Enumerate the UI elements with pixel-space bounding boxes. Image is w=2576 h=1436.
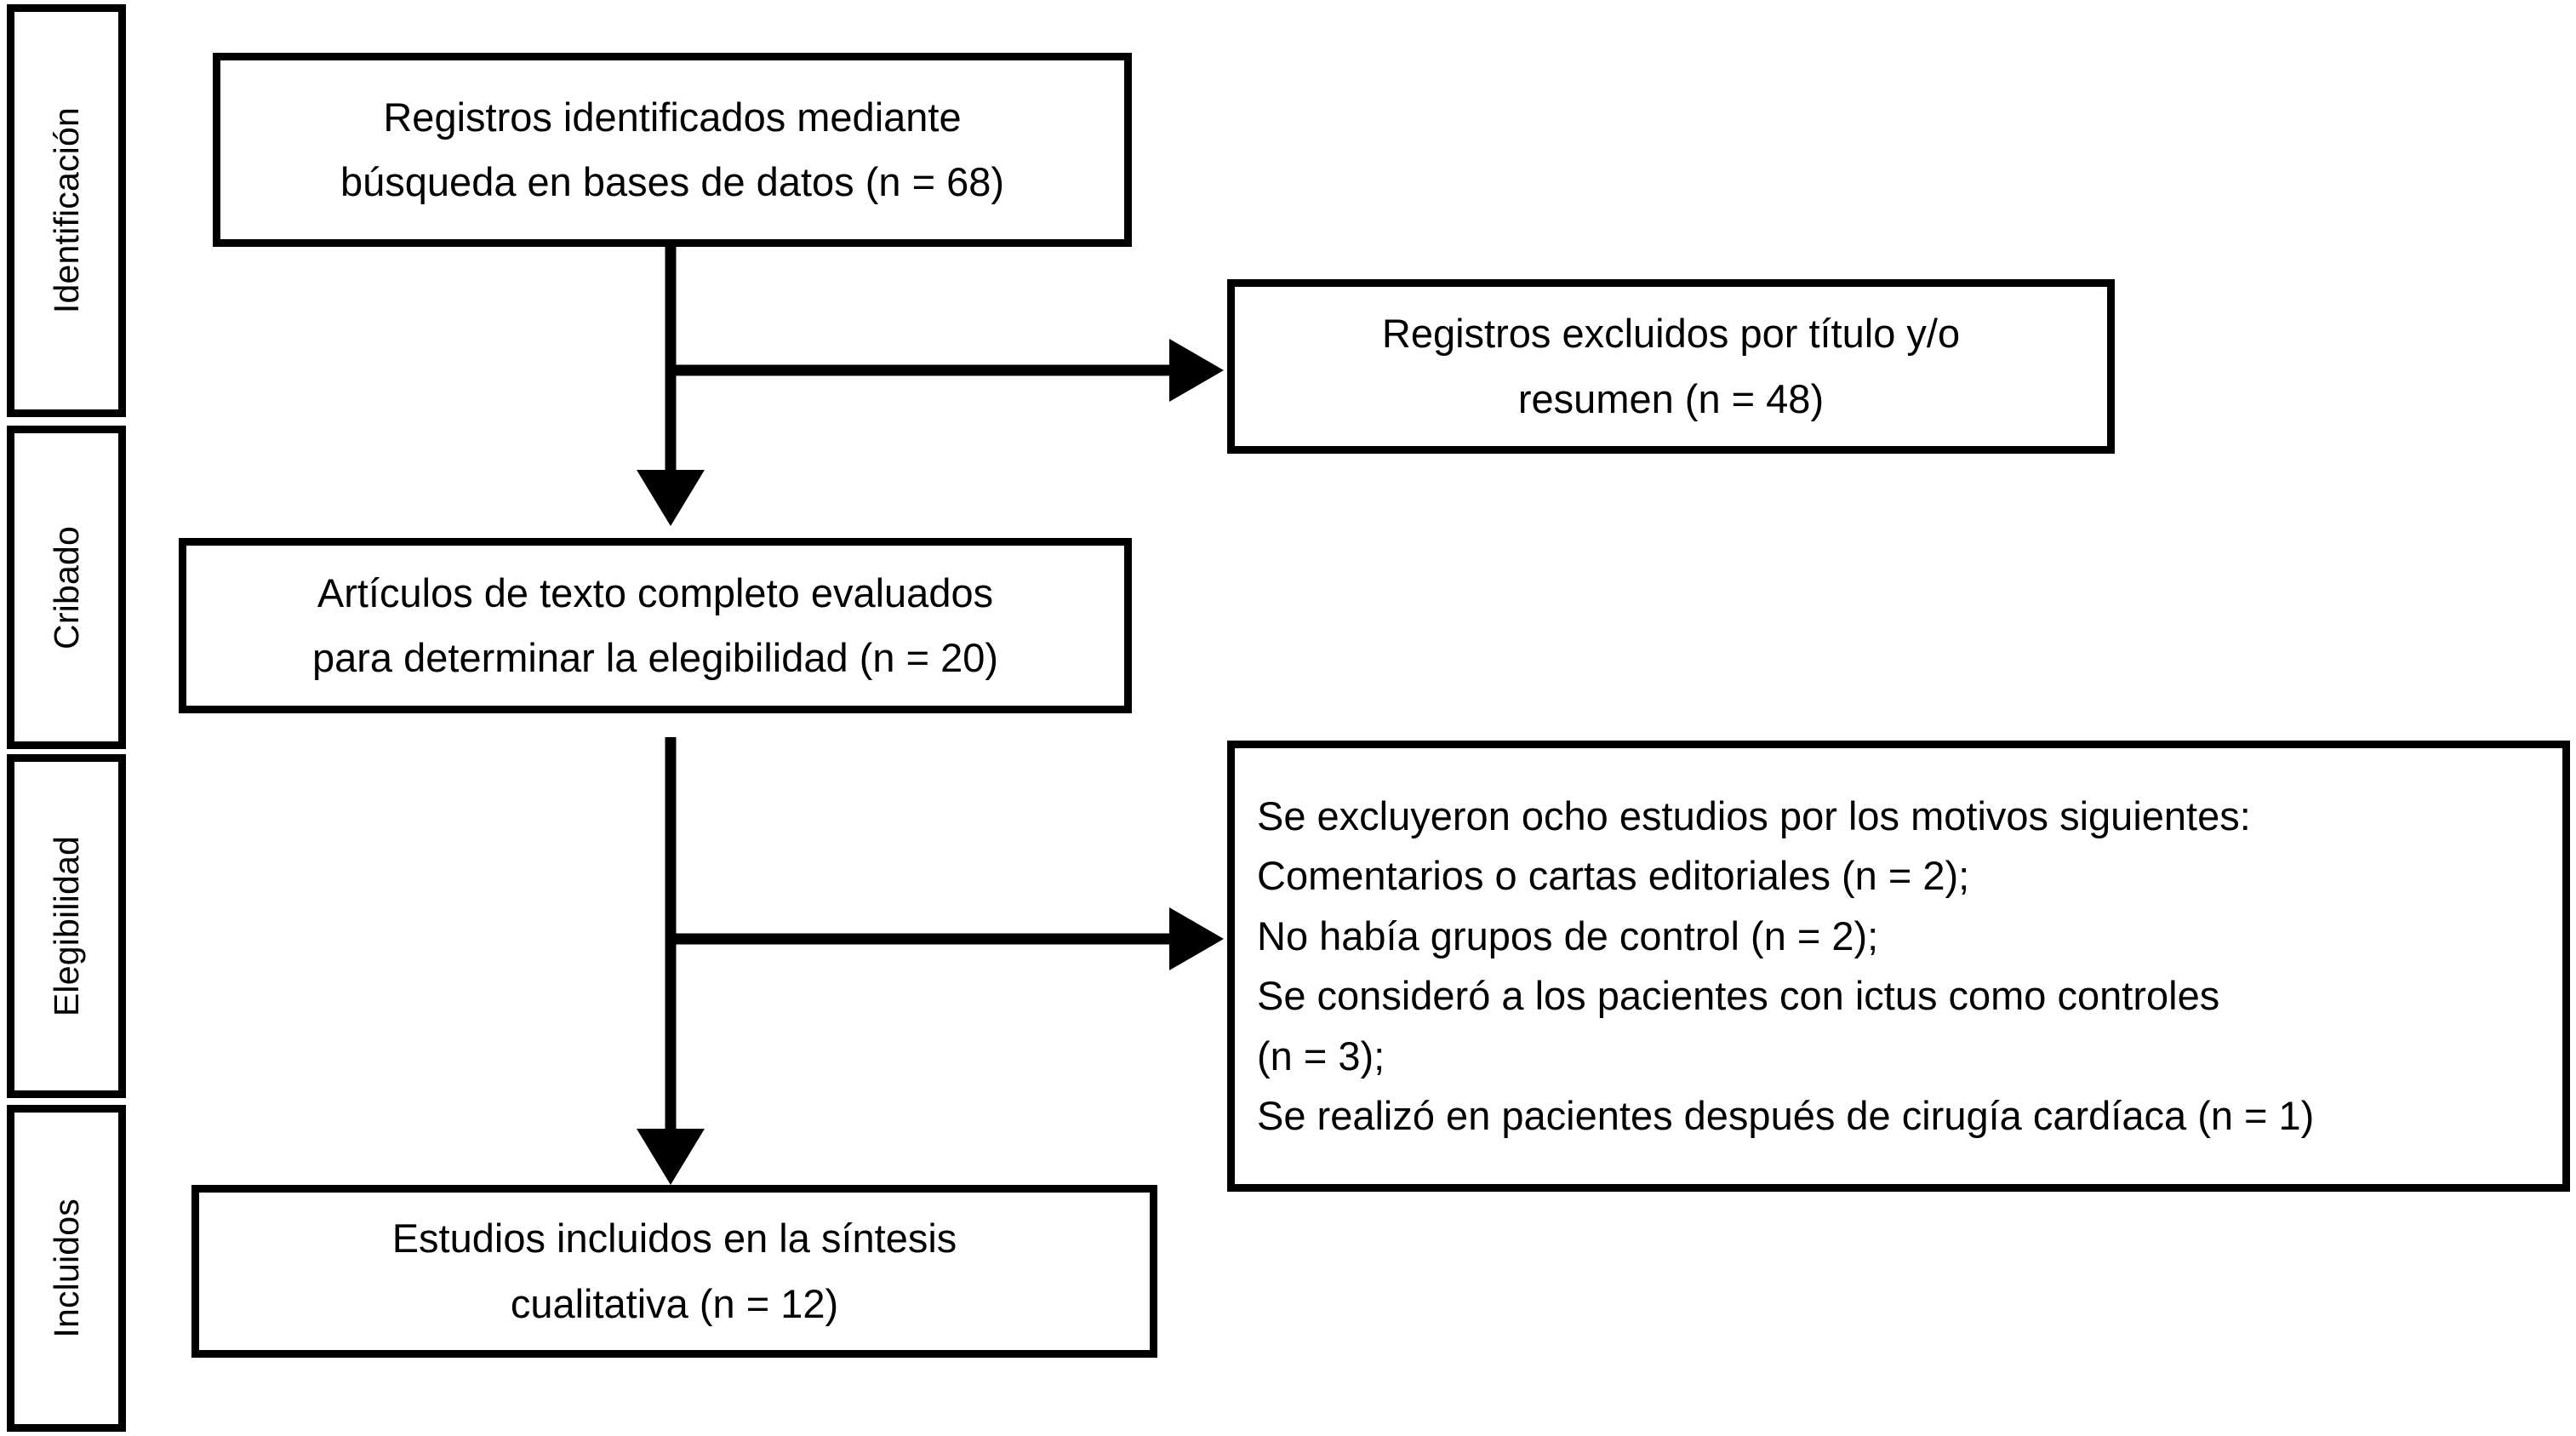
text-line: (n = 3); (1257, 1033, 1385, 1078)
connector-identified-to-excluded (671, 339, 1224, 402)
box-records-excluded-text: Registros excluidos por título y/o resum… (1358, 301, 1984, 431)
connector-fulltext-to-included (637, 737, 705, 1185)
text-line: Comentarios o cartas editoriales (n = 2)… (1257, 853, 1970, 898)
text-line: resumen (n = 48) (1517, 375, 1825, 421)
stage-box-incluidos: Incluidos (7, 1105, 126, 1432)
stage-box-elegibilidad: Elegibilidad (7, 754, 126, 1098)
text-line: para determinar la elegibilidad (n = 20) (312, 635, 998, 680)
box-studies-included: Estudios incluidos en la síntesis cualit… (191, 1185, 1157, 1358)
text-line: Artículos de texto completo evaluados (317, 569, 994, 615)
stage-label-elegibilidad: Elegibilidad (46, 835, 86, 1017)
text-line: Se consideró a los pacientes con ictus c… (1257, 973, 2220, 1018)
text-line: búsqueda en bases de datos (n = 68) (340, 159, 1004, 204)
stage-box-identificacion: Identificación (7, 4, 126, 417)
box-records-identified: Registros identificados mediante búsqued… (213, 53, 1132, 247)
text-line: Registros excluidos por título y/o (1381, 311, 1961, 357)
text-line: No había grupos de control (n = 2); (1257, 913, 1879, 958)
box-records-excluded: Registros excluidos por título y/o resum… (1227, 279, 2115, 454)
text-line: cualitativa (n = 12) (510, 1280, 839, 1326)
box-full-text-excluded-reasons: Se excluyeron ocho estudios por los moti… (1227, 741, 2570, 1192)
box-records-identified-text: Registros identificados mediante búsqued… (317, 85, 1028, 215)
box-full-text-assessed-text: Artículos de texto completo evaluados pa… (288, 561, 1022, 690)
stage-label-incluidos: Incluidos (46, 1199, 86, 1338)
connector-identified-to-fulltext (637, 247, 705, 526)
text-line: Registros identificados mediante (383, 94, 962, 140)
stage-label-cribado: Cribado (46, 525, 86, 649)
text-line: Se realizó en pacientes después de cirug… (1257, 1093, 2315, 1138)
connector-fulltext-to-excluded-reasons (671, 907, 1224, 970)
box-studies-included-text: Estudios incluidos en la síntesis cualit… (368, 1206, 981, 1336)
stage-label-identificacion: Identificación (46, 107, 86, 314)
box-full-text-excluded-reasons-text: Se excluyeron ocho estudios por los moti… (1235, 787, 2336, 1147)
text-line: Estudios incluidos en la síntesis (391, 1216, 957, 1262)
text-line: Se excluyeron ocho estudios por los moti… (1257, 792, 2251, 838)
box-full-text-assessed: Artículos de texto completo evaluados pa… (179, 538, 1132, 713)
stage-box-cribado: Cribado (7, 426, 126, 749)
